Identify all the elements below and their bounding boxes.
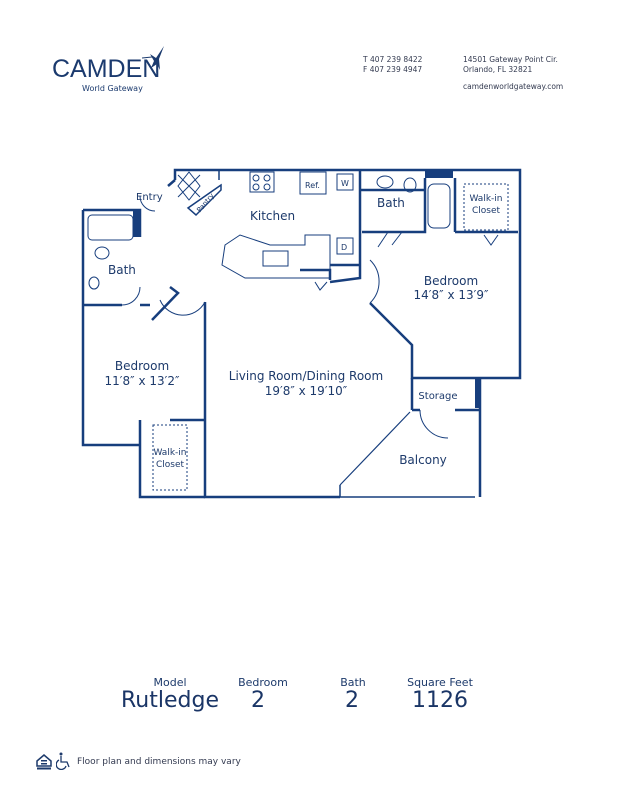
kitchen-sink [262, 250, 289, 267]
dim-bedroom-right: 14′8″ x 13′9″ [414, 288, 489, 302]
label-storage: Storage [418, 391, 457, 402]
door-swing [121, 286, 141, 306]
label-bath-left: Bath [108, 263, 136, 277]
hummingbird-logo-icon [142, 46, 164, 70]
model-value: Rutledge [121, 688, 219, 713]
brand-logo: Camden [52, 55, 160, 84]
fixtures [87, 171, 509, 491]
door-marker [314, 234, 499, 291]
stove [249, 171, 275, 193]
phone: T 407 239 8422 [363, 55, 423, 64]
label-walkin-right: Walk-in [469, 194, 502, 204]
bathtub-left [87, 214, 134, 241]
walls [81, 168, 522, 499]
sqft-label: Square Feet [407, 676, 473, 689]
toilet-left [94, 246, 110, 260]
label-kitchen: Kitchen [250, 209, 295, 223]
label-closet-left: Closet [156, 460, 185, 470]
sqft-value: 1126 [412, 688, 468, 713]
wheelchair-accessible-icon [56, 752, 70, 770]
address-line1: 14501 Gateway Point Cir. [463, 55, 558, 64]
door-swing [159, 299, 206, 316]
bath-value: 2 [345, 688, 359, 713]
label-entry: Entry [136, 192, 163, 203]
contact-address: 14501 Gateway Point Cir. Orlando, FL 328… [463, 55, 558, 75]
label-bath-right: Bath [377, 196, 405, 210]
model-label: Model [153, 676, 187, 689]
website-link[interactable]: camdenworldgateway.com [463, 82, 564, 91]
label-bedroom-right: Bedroom [424, 274, 478, 288]
kitchen-island [221, 234, 331, 279]
label-washer: W [341, 179, 349, 188]
address-line2: Orlando, FL 32821 [463, 65, 533, 74]
door-swing [369, 259, 380, 304]
equal-housing-icon [36, 754, 52, 770]
label-walkin-left: Walk-in [153, 448, 186, 458]
closet-rod-left [152, 424, 188, 491]
contact-phones: T 407 239 8422 F 407 239 4947 [363, 55, 422, 75]
label-ref: Ref. [305, 181, 320, 190]
room-labels: Entry Pantry Kitchen Ref. W D Bath Walk-… [105, 179, 503, 470]
toilet-right [403, 177, 417, 193]
wall-block [133, 210, 140, 237]
refrigerator [299, 171, 327, 195]
dim-bedroom-left: 11′8″ x 13′2″ [105, 374, 180, 388]
disclaimer: Floor plan and dimensions may vary [77, 757, 241, 767]
bedroom-label: Bedroom [238, 676, 288, 689]
wall-block [425, 170, 453, 178]
bedroom-value: 2 [251, 688, 265, 713]
dim-living: 19′8″ x 19′10″ [265, 384, 348, 398]
brand-name: Camden [52, 55, 161, 83]
wall-block [475, 378, 480, 408]
door-swing [139, 195, 156, 212]
sink-left [88, 276, 100, 290]
bathtub-right [427, 183, 451, 229]
door-swing [377, 231, 403, 248]
washer [336, 173, 354, 191]
dryer [336, 237, 354, 255]
brand-subtitle: World Gateway [82, 84, 143, 93]
fax: F 407 239 4947 [363, 65, 423, 74]
sink-right [376, 175, 394, 189]
label-living: Living Room/Dining Room [229, 369, 383, 383]
closet-rod-right [463, 183, 509, 231]
door-swing [419, 409, 449, 439]
label-dryer: D [341, 243, 347, 252]
label-balcony: Balcony [399, 453, 447, 467]
label-bedroom-left: Bedroom [115, 359, 169, 373]
bath-label: Bath [340, 676, 366, 689]
water-heater [177, 171, 201, 201]
label-closet-right: Closet [472, 206, 501, 216]
